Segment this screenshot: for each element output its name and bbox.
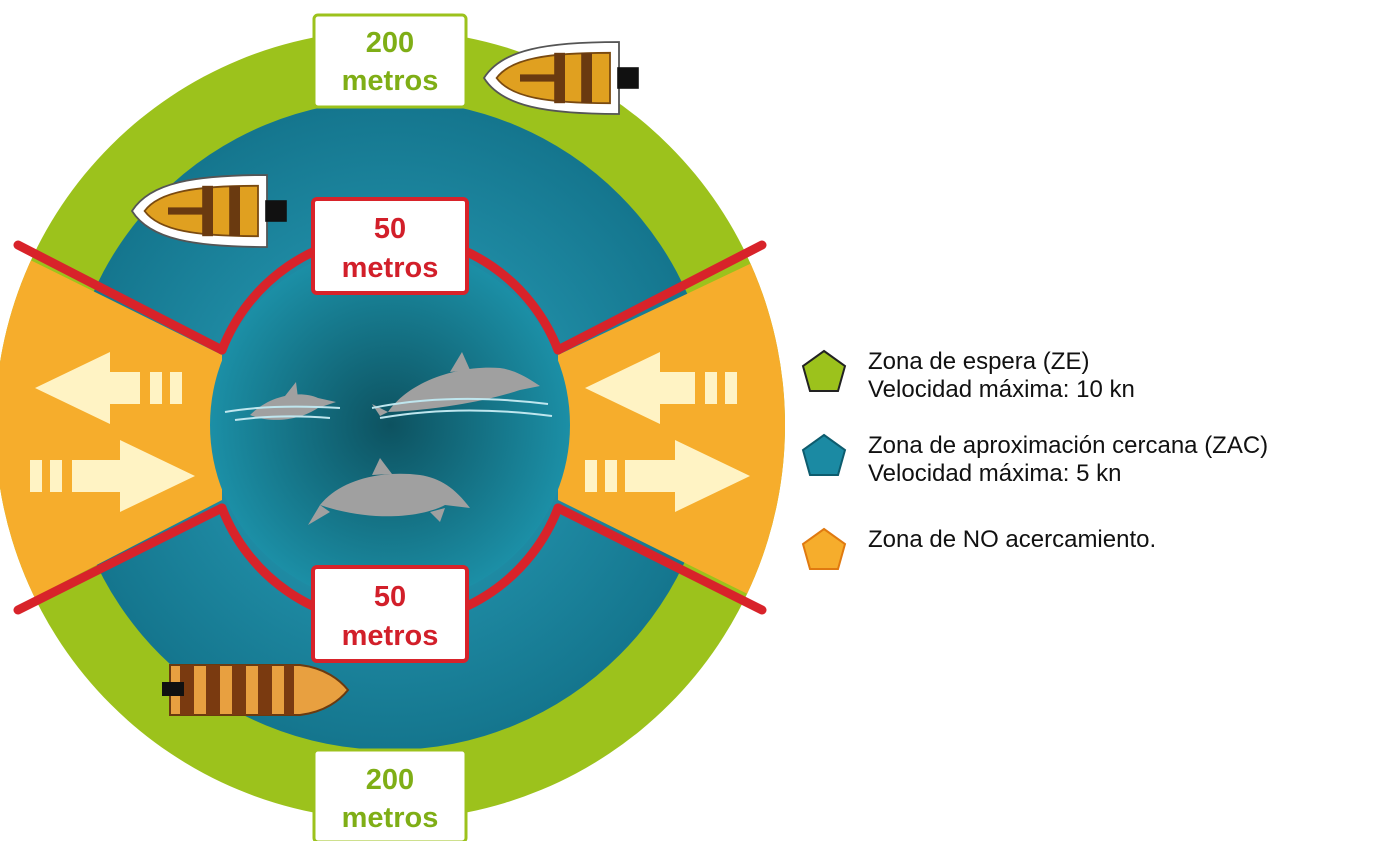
arrow-right-icon (72, 440, 195, 512)
legend-waiting-zone-speed: Velocidad máxima: 10 kn (868, 376, 1135, 403)
label-50-top-value: 50 (374, 213, 406, 245)
dolphin-small-icon (224, 382, 341, 421)
legend-item-waiting-zone: Zona de espera (ZE) Velocidad máxima: 10… (800, 348, 1135, 404)
label-50-top: 50 metros (311, 197, 469, 295)
arrow-right-icon (625, 440, 750, 512)
left-zone-arrows (30, 352, 195, 512)
label-200-top: 200 metros (312, 13, 468, 109)
label-50-bottom-value: 50 (374, 581, 406, 613)
legend-waiting-zone-title: Zona de espera (ZE) (868, 348, 1090, 375)
legend-item-close-approach-zone: Zona de aproximación cercana (ZAC) Veloc… (800, 432, 1268, 488)
legend-no-approach-title: Zona de NO acercamiento. (868, 526, 1157, 553)
green-pentagon-icon (801, 349, 847, 392)
label-200-bottom-value: 200 (366, 764, 414, 796)
label-50-top-unit: metros (342, 252, 439, 284)
arrow-left-icon (35, 352, 140, 424)
label-200-top-unit: metros (342, 65, 439, 97)
wooden-boat-icon (162, 664, 350, 716)
arrow-left-icon (585, 352, 695, 424)
legend-item-no-approach-zone: Zona de NO acercamiento. (800, 526, 1156, 574)
orange-pentagon-icon (801, 527, 847, 570)
label-50-bottom: 50 metros (311, 565, 469, 663)
dolphin-swimming-icon (308, 458, 470, 525)
legend-close-approach-speed: Velocidad máxima: 5 kn (868, 460, 1122, 487)
legend-close-approach-title: Zona de aproximación cercana (ZAC) (868, 432, 1269, 459)
inner-dolphin-circle (210, 245, 570, 605)
label-200-bottom: 200 metros (312, 748, 468, 841)
label-200-bottom-unit: metros (342, 802, 439, 834)
blue-pentagon-icon (801, 433, 847, 476)
no-approach-zone-left (0, 245, 222, 615)
label-50-bottom-unit: metros (342, 620, 439, 652)
no-approach-zone-right (558, 245, 785, 615)
approach-zones-diagram: 200 metros 200 metros 50 metros 50 metro… (0, 13, 785, 841)
label-200-top-value: 200 (366, 27, 414, 59)
right-zone-arrows (585, 352, 750, 512)
dolphin-jumping-icon (371, 352, 553, 419)
